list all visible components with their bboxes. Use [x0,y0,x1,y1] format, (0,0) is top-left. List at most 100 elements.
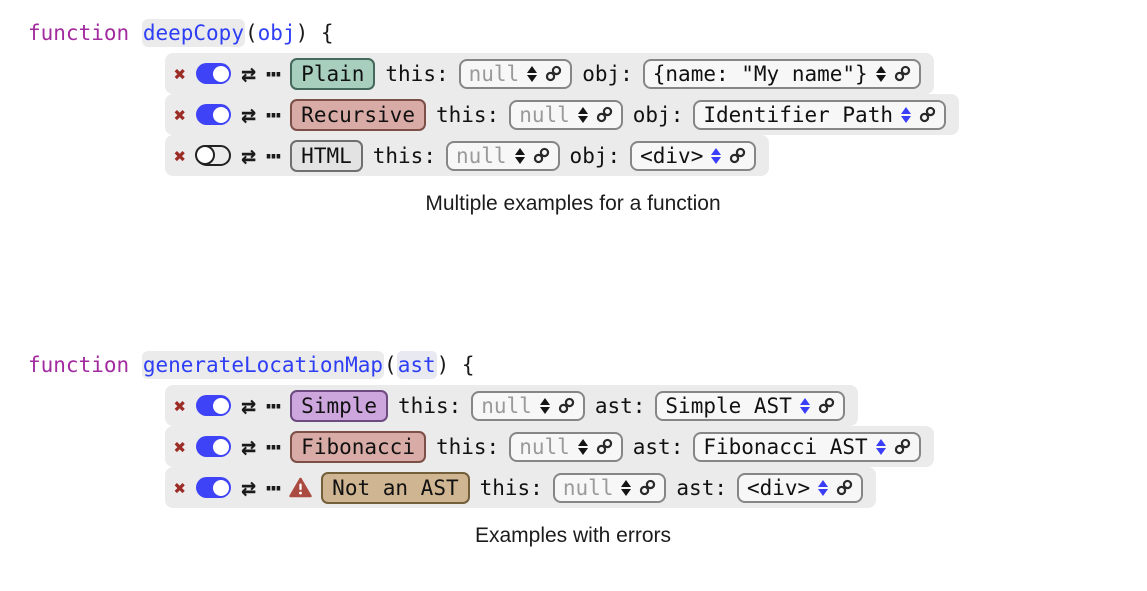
param-label: obj: [569,143,621,168]
param-label: this: [372,143,436,168]
value-stepper-icon[interactable] [539,397,550,414]
param-value-box[interactable]: <div> [630,140,757,171]
more-options-icon[interactable]: ⋯ [266,472,281,502]
value-stepper-icon[interactable] [875,438,886,455]
param-value-box[interactable]: {name: "My name"} [642,58,921,89]
swap-arrows-icon[interactable]: ⇄ [241,140,257,170]
value-stepper-icon[interactable] [577,106,588,123]
more-options-icon[interactable]: ⋯ [266,390,281,420]
value-stepper-icon[interactable] [621,479,632,496]
link-icon[interactable] [596,438,613,455]
param-label: ast: [594,393,646,418]
param-value-box[interactable]: null [509,431,623,462]
toggle-knob [212,106,229,123]
param-value-box[interactable]: Identifier Path [693,99,946,130]
link-icon[interactable] [818,397,835,414]
example-name-badge[interactable]: Not an AST [321,471,470,504]
link-icon[interactable] [533,147,550,164]
link-icon[interactable] [919,106,936,123]
param-value-box[interactable]: Simple AST [655,390,845,421]
param-value-box[interactable]: Fibonacci AST [693,431,921,462]
example-enabled-toggle[interactable] [196,104,232,125]
value-stepper-icon[interactable] [514,147,525,164]
swap-arrows-icon[interactable]: ⇄ [241,431,257,461]
delete-example-icon[interactable]: ✖ [174,143,187,168]
example-name-badge[interactable]: Recursive [290,98,426,131]
param-value-box[interactable]: null [458,58,573,89]
toggle-knob [212,438,229,455]
more-options-icon[interactable]: ⋯ [266,58,281,88]
more-options-icon[interactable]: ⋯ [266,140,281,170]
example-name-badge[interactable]: Fibonacci [290,430,426,463]
code-space [129,353,142,377]
more-options-icon[interactable]: ⋯ [266,431,281,461]
link-icon[interactable] [836,479,853,496]
toggle-knob [195,144,216,165]
param-value-box[interactable]: <div> [736,472,864,503]
swap-arrows-icon[interactable]: ⇄ [241,58,257,88]
value-stepper-icon[interactable] [875,65,886,82]
swap-arrows-icon[interactable]: ⇄ [241,390,257,420]
param-label: this: [435,102,500,127]
open-paren: ( [384,353,397,377]
param-value-box[interactable]: null [552,472,667,503]
link-icon[interactable] [729,147,746,164]
param-value: null [562,475,614,500]
param-value: null [468,61,520,86]
example-name-badge[interactable]: HTML [290,139,363,172]
example-enabled-toggle[interactable] [196,63,232,84]
code-line: function generateLocationMap(ast) { [28,351,1128,379]
code-line: function deepCopy(obj) { [28,19,1128,47]
figure-caption: Examples with errors [474,524,672,547]
example-enabled-toggle[interactable] [195,144,232,166]
function-block-deepcopy: function deepCopy(obj) { ✖ ⇄ ⋯ Plain thi… [28,19,1128,216]
example-name-badge[interactable]: Plain [290,57,376,90]
example-enabled-toggle[interactable] [196,477,232,498]
code-space [129,21,142,45]
example-row: ✖ ⇄ ⋯ Recursive this: null obj: Identifi… [165,94,959,135]
delete-example-icon[interactable]: ✖ [174,102,187,127]
link-icon[interactable] [894,438,911,455]
value-stepper-icon[interactable] [901,106,911,123]
param-label: ast: [632,434,684,459]
param-value: <div> [746,475,811,500]
param-label: this: [435,434,500,459]
swap-arrows-icon[interactable]: ⇄ [241,472,257,502]
examples-panel: ✖ ⇄ ⋯ Plain this: null obj: {name: "My n… [165,53,1128,176]
example-row: ✖ ⇄ ⋯ Plain this: null obj: {name: "My n… [165,53,934,94]
param-value: Fibonacci AST [703,434,868,459]
link-icon[interactable] [894,65,911,82]
param-value: null [455,143,507,168]
link-icon[interactable] [596,106,613,123]
example-row: ✖ ⇄ ⋯ Fibonacci this: null ast: Fibonacc… [165,426,934,467]
delete-example-icon[interactable]: ✖ [174,434,187,459]
value-stepper-icon[interactable] [818,479,829,496]
value-stepper-icon[interactable] [527,65,538,82]
param-label: this: [385,61,449,86]
param-value: {name: "My name"} [652,61,868,86]
delete-example-icon[interactable]: ✖ [174,393,187,418]
more-options-icon[interactable]: ⋯ [266,99,281,129]
example-enabled-toggle[interactable] [196,395,232,416]
delete-example-icon[interactable]: ✖ [174,61,187,86]
param-value: null [519,434,570,459]
param-value-box[interactable]: null [445,140,560,171]
swap-arrows-icon[interactable]: ⇄ [241,99,257,129]
link-icon[interactable] [545,65,562,82]
param-value: null [481,393,532,418]
delete-example-icon[interactable]: ✖ [174,475,187,500]
param-value-box[interactable]: null [471,390,585,421]
link-icon[interactable] [558,397,575,414]
example-name-badge[interactable]: Simple [290,389,389,422]
example-row: ✖ ⇄ ⋯ Not an AST this: null ast: <div> [165,467,877,508]
example-row: ✖ ⇄ ⋯ Simple this: null ast: Simple AST [165,385,858,426]
function-name[interactable]: deepCopy [141,19,245,47]
value-stepper-icon[interactable] [577,438,588,455]
link-icon[interactable] [639,479,656,496]
value-stepper-icon[interactable] [711,147,722,164]
function-name[interactable]: generateLocationMap [141,351,385,379]
value-stepper-icon[interactable] [799,397,810,414]
example-enabled-toggle[interactable] [196,436,232,457]
param-value-box[interactable]: null [509,99,623,130]
